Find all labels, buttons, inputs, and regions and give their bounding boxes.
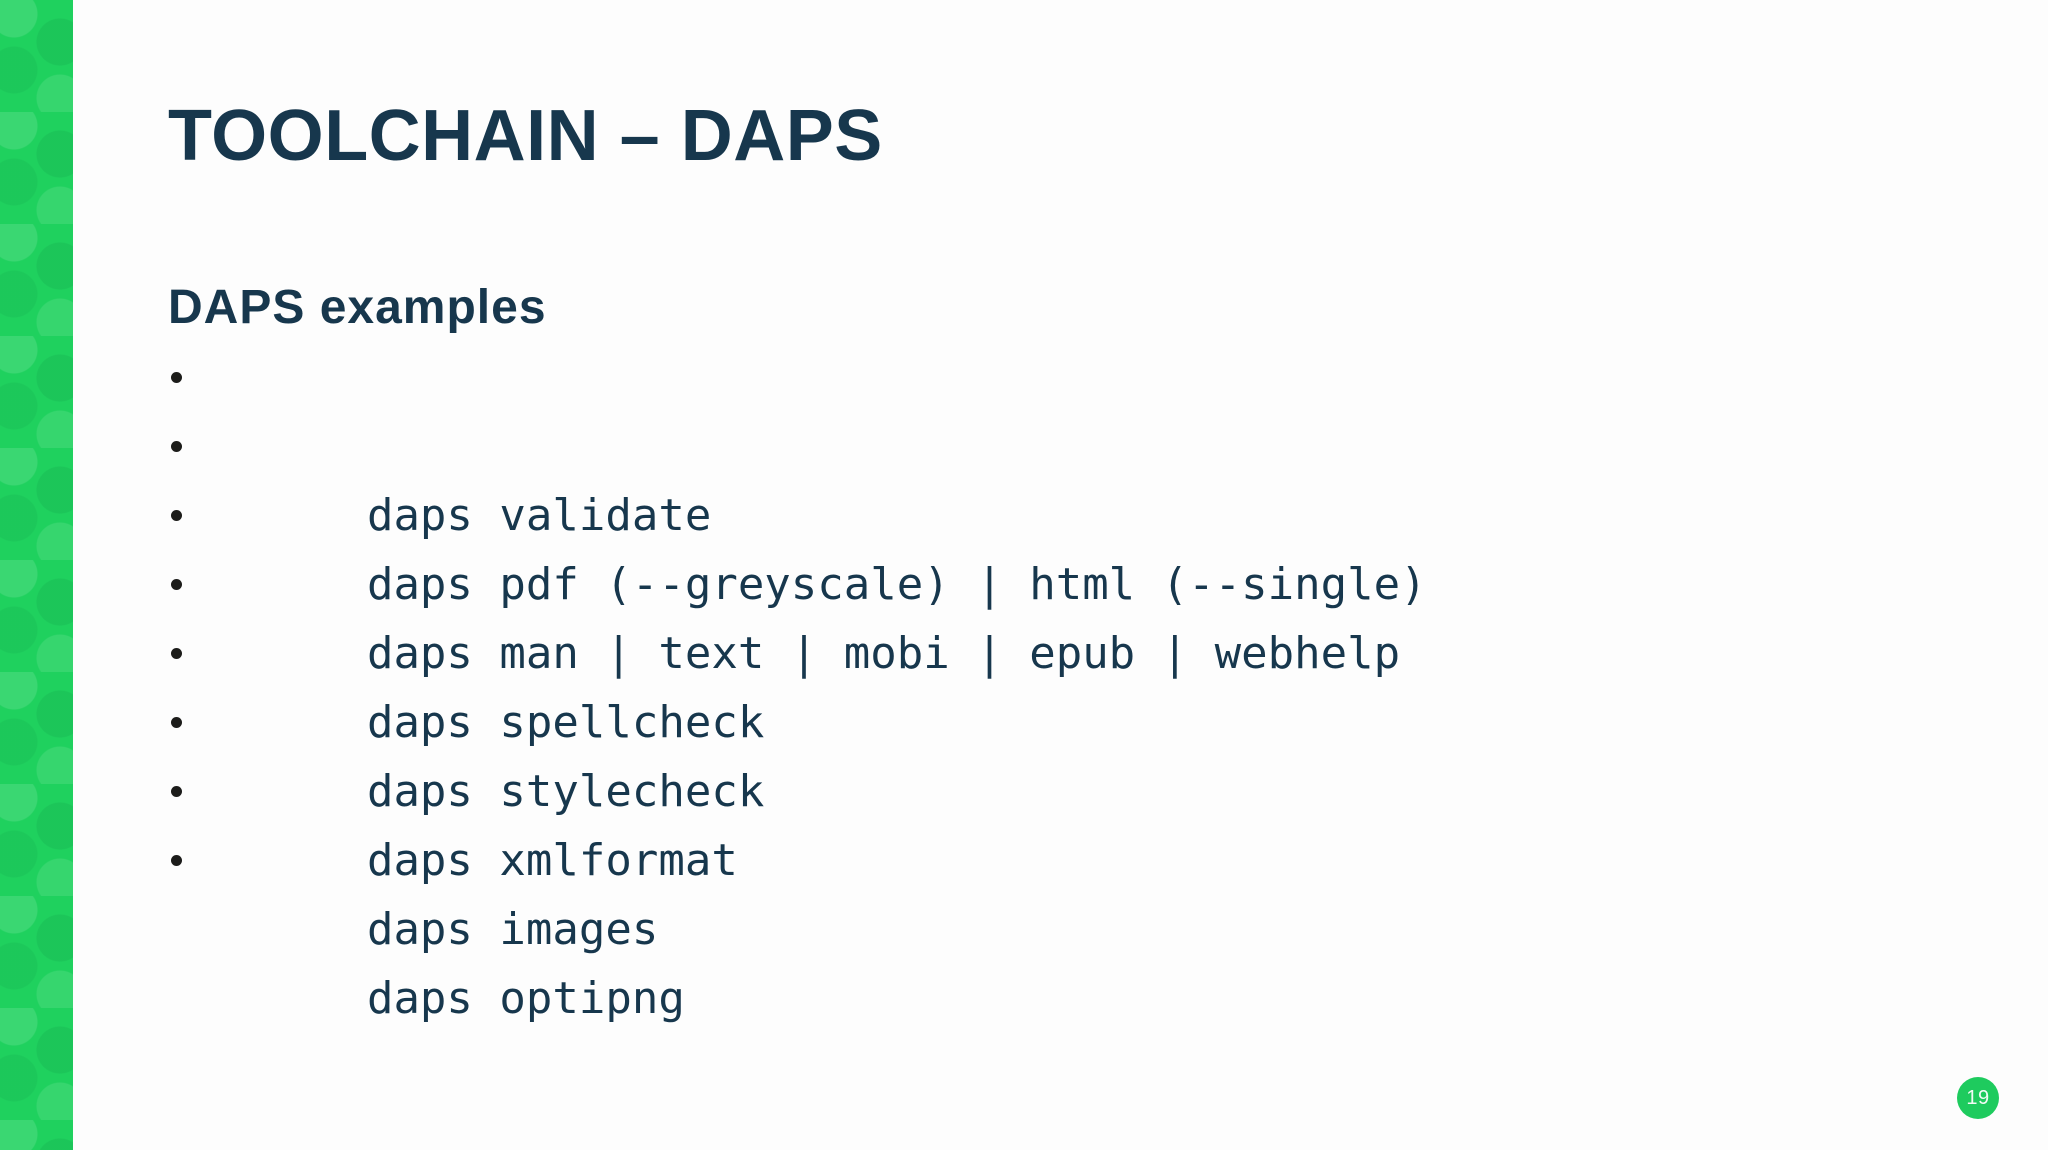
list-item: daps validate [168, 343, 1427, 541]
bullet-dot-icon [171, 372, 182, 383]
list-item-text: daps stylecheck [366, 766, 765, 817]
list-item-text: daps optipng [366, 973, 685, 1024]
list-item: daps images [168, 757, 1427, 955]
list-item: daps pdf (--greyscale) | html (--single) [168, 412, 1427, 610]
list-item: daps optipng [168, 826, 1427, 1024]
bullet-dot-icon [171, 855, 182, 866]
list-item-text: daps images [366, 904, 659, 955]
list-item-text: daps spellcheck [366, 697, 765, 748]
list-item: daps man | text | mobi | epub | webhelp [168, 481, 1427, 679]
bullet-dot-icon [171, 510, 182, 521]
list-item-text: daps validate [366, 490, 712, 541]
left-accent-stripe [0, 0, 73, 1150]
daps-command-list: daps validate daps pdf (--greyscale) | h… [168, 343, 1427, 1024]
list-item: daps spellcheck [168, 550, 1427, 748]
bullet-dot-icon [171, 441, 182, 452]
slide-subtitle: DAPS examples [168, 281, 547, 334]
page-number-badge: 19 [1957, 1077, 1999, 1119]
list-item-text: daps pdf (--greyscale) | html (--single) [366, 559, 1427, 610]
bullet-dot-icon [171, 579, 182, 590]
list-item: daps xmlformat [168, 688, 1427, 886]
list-item: daps stylecheck [168, 619, 1427, 817]
bullet-dot-icon [171, 786, 182, 797]
list-item-text: daps man | text | mobi | epub | webhelp [366, 628, 1401, 679]
bullet-dot-icon [171, 648, 182, 659]
slide-title: TOOLCHAIN – DAPS [168, 96, 883, 176]
bullet-dot-icon [171, 717, 182, 728]
list-item-text: daps xmlformat [366, 835, 738, 886]
